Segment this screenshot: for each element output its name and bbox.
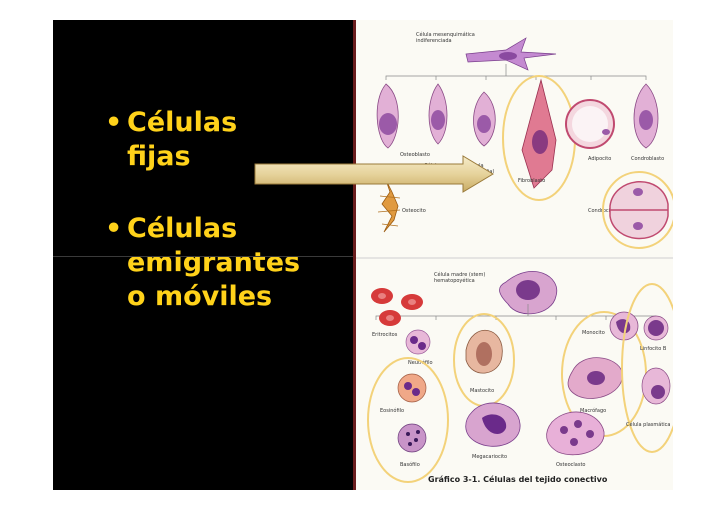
macrophage-cell-icon	[567, 357, 623, 399]
label-osteoclasto: Osteoclasto	[556, 462, 585, 468]
label-osteocito: Osteocito	[402, 208, 426, 214]
label-macrofago: Macrófago	[580, 407, 606, 414]
mesenchymal-cell-icon	[465, 37, 557, 71]
bullet-list: • Células fijas • Células emigrantes o m…	[105, 106, 355, 314]
label-reticular: Célula	[424, 162, 440, 169]
osteoclast-cell-icon	[546, 411, 605, 456]
label-megacariocito: Megacariocito	[472, 454, 507, 460]
osteocyte-cell-icon	[377, 179, 401, 233]
bullet-line: fijas	[127, 141, 191, 172]
label-fibroblasto: Fibroblasto	[518, 178, 545, 184]
label-eosinofilo: Eosinófilo	[380, 407, 404, 414]
divider-line	[53, 256, 353, 257]
adipocyte-cell-icon	[565, 99, 615, 149]
highlight-ring	[602, 171, 673, 249]
label-mesotelial-2: mesotelial	[468, 169, 494, 175]
mesothelial-cell-icon	[473, 91, 496, 147]
fibroblast-cell-icon	[521, 78, 557, 189]
label-mastocito: Mastocito	[470, 388, 494, 394]
stem-cell-icon	[499, 271, 558, 315]
label-plasmatica: Célula plasmática	[626, 421, 671, 428]
connective-tissue-figure: Célula mesenquimática indiferenciada	[356, 20, 673, 490]
label-neutrofilo: Neutrófilo	[408, 359, 433, 366]
bullet-dot-icon: •	[105, 107, 123, 138]
erythrocytes-icon	[371, 288, 423, 326]
bullet-fixed-cells: • Células fijas	[105, 106, 355, 174]
label-mesenchymal: Célula mesenquimática	[416, 31, 475, 38]
chondroblast-cell-icon	[633, 83, 659, 149]
label-condroblasto: Condroblasto	[631, 156, 664, 162]
label-stem: Célula madre (stem)	[434, 271, 485, 278]
reticular-cell-icon	[428, 83, 448, 145]
cells-diagram: Célula mesenquimática indiferenciada	[356, 31, 673, 484]
figure-caption: Gráfico 3-1. Células del tejido conectiv…	[428, 474, 608, 484]
label-monocito: Monocito	[582, 330, 605, 336]
neutrophil-cell-icon	[405, 329, 431, 355]
vertical-divider	[353, 20, 356, 490]
bullet-dot-icon: •	[105, 213, 123, 244]
basophil-cell-icon	[397, 423, 427, 453]
label-mesenchymal-2: indiferenciada	[416, 38, 452, 44]
bullet-line: emigrantes	[127, 247, 301, 278]
label-stem-2: hematopoyética	[434, 277, 475, 284]
lymphocyte-cell-icon	[643, 315, 669, 341]
bullet-line: o móviles	[127, 281, 273, 312]
mastocyte-cell-icon	[465, 330, 503, 374]
label-mesotelial: Célula	[468, 162, 484, 169]
label-osteoblasto: Osteoblasto	[400, 152, 430, 158]
label-linfocito: Linfocito B	[640, 346, 667, 352]
label-eritrocitos: Eritrocitos	[372, 332, 398, 338]
label-adipocito: Adipocito	[588, 156, 611, 162]
highlight-ring	[621, 283, 673, 453]
osteoblast-cell-icon	[376, 83, 399, 149]
label-basofilo: Basófilo	[400, 461, 420, 468]
bullet-line: Células	[127, 107, 238, 138]
slide: • Células fijas • Células emigrantes o m…	[53, 20, 673, 490]
label-reticular-2: reticular	[424, 169, 446, 175]
chondrocyte-cell-icon	[609, 180, 669, 240]
plasma-cell-icon	[641, 367, 671, 405]
megakaryocyte-cell-icon	[465, 402, 521, 447]
eosinophil-cell-icon	[397, 373, 427, 403]
label-condrocito: Condrocito	[588, 208, 615, 214]
highlight-ring	[367, 357, 449, 483]
bullet-line: Células	[127, 213, 238, 244]
bullet-mobile-cells: • Células emigrantes o móviles	[105, 212, 355, 314]
